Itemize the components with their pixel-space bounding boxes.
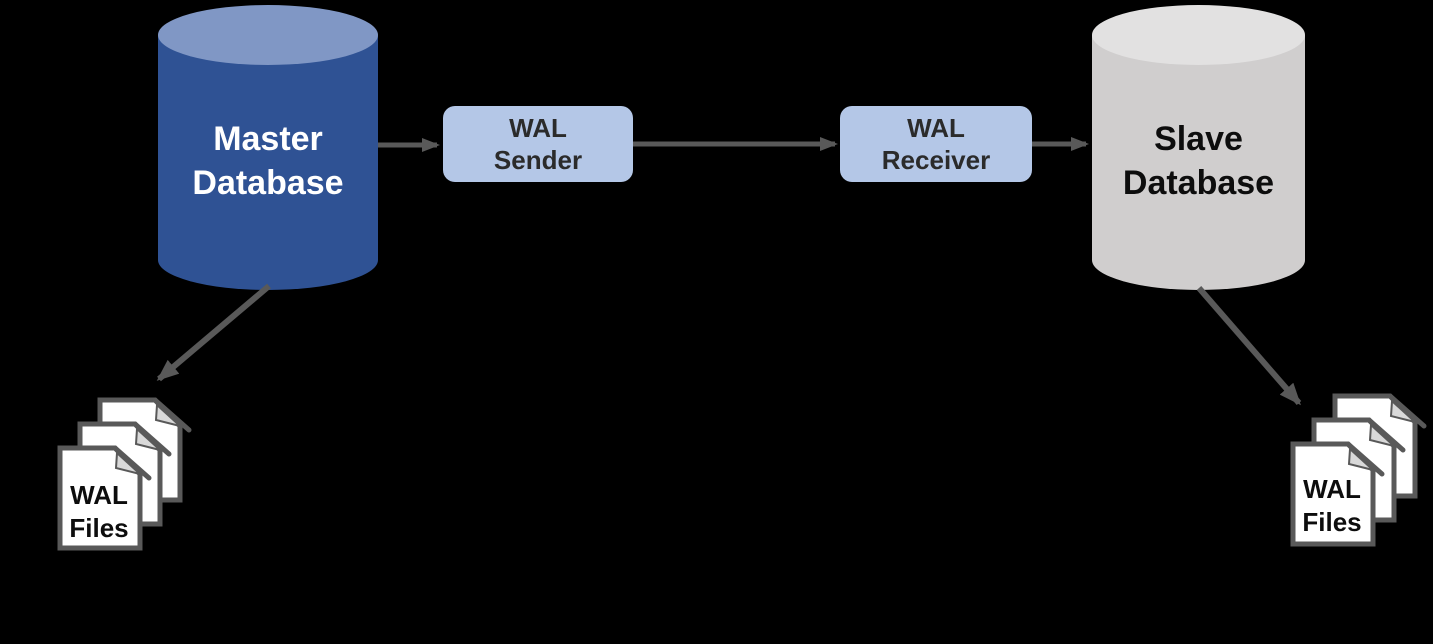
wal-files-label: Files (69, 513, 128, 543)
file-page (1332, 393, 1427, 499)
arrow-master-to-wal-files (156, 283, 271, 382)
label-line: Receiver (881, 145, 991, 175)
wal-sender-node: WAL Sender (443, 106, 633, 182)
wal-files-right-icon: WAL Files (1290, 393, 1427, 547)
master-database-node: Master Database (158, 5, 378, 290)
label-line: Database (192, 163, 344, 202)
label-line: Database (1122, 163, 1275, 202)
file-page: WAL Files (1290, 441, 1385, 547)
label-line: Slave (1154, 119, 1243, 158)
label-line: Master (213, 119, 323, 158)
label-line: WAL (509, 113, 567, 143)
wal-files-label: WAL (1303, 474, 1361, 504)
cylinder-top (1092, 5, 1305, 65)
file-page (77, 421, 172, 527)
slave-database-node: Slave Database (1092, 5, 1305, 290)
label-line: WAL (907, 113, 965, 143)
file-page (1311, 417, 1406, 523)
file-page: WAL Files (57, 445, 152, 551)
file-page (97, 397, 192, 503)
cylinder-body (1092, 35, 1305, 290)
label-line: Sender (493, 145, 583, 175)
wal-files-label: Files (1302, 507, 1361, 537)
wal-files-left-icon: WAL Files (57, 397, 192, 551)
wal-files-label: WAL (70, 480, 128, 510)
master-database-label: Master Database (158, 5, 378, 290)
slave-database-label: Slave Database (1092, 5, 1305, 290)
cylinder-top (158, 5, 378, 65)
cylinder-body (158, 35, 378, 290)
wal-receiver-node: WAL Receiver (840, 106, 1032, 182)
arrow-slave-to-wal-files (1196, 286, 1302, 406)
